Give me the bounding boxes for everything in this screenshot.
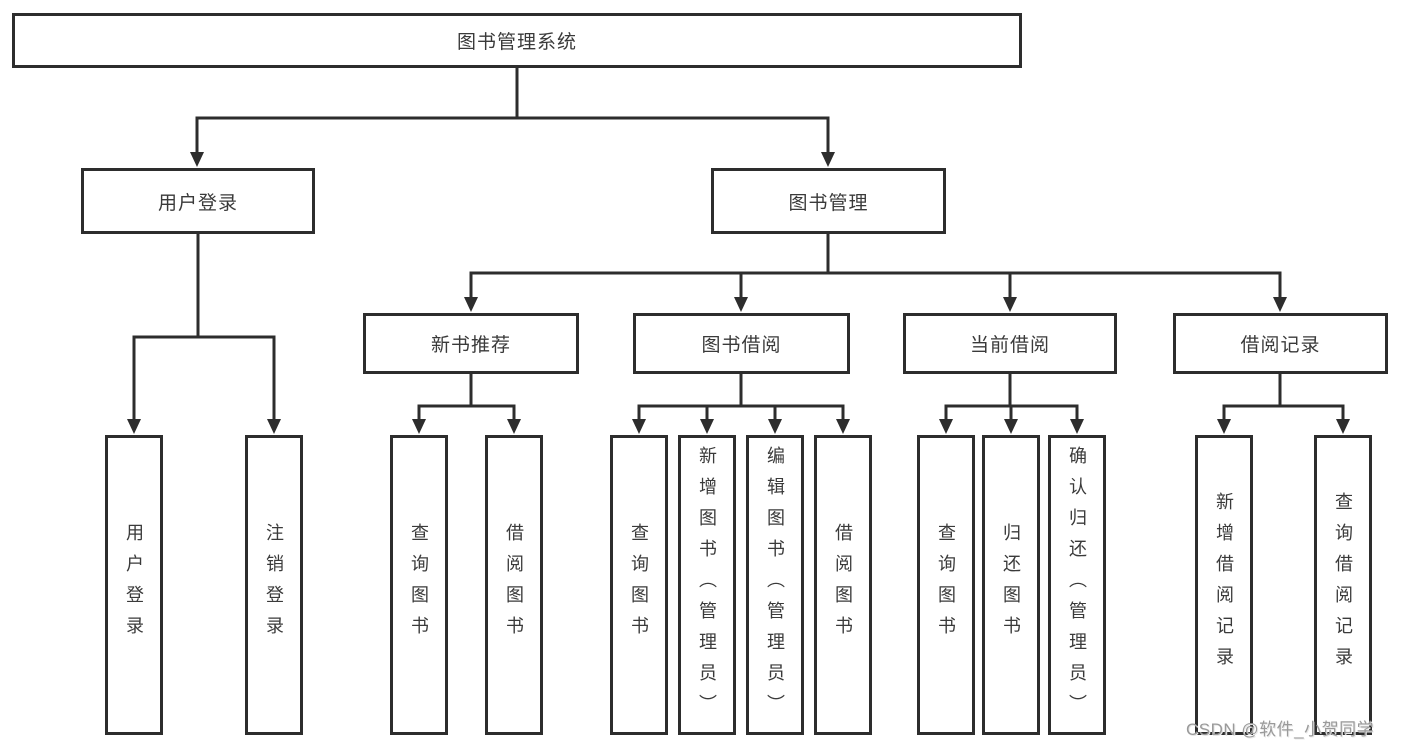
leaf-logout: 注销登录 (245, 435, 303, 735)
node-user-login: 用户登录 (81, 168, 315, 234)
node-new-book-recommend: 新书推荐 (363, 313, 579, 374)
node-root-system: 图书管理系统 (12, 13, 1022, 68)
leaf-borrow-books: 借阅图书 (814, 435, 872, 735)
leaf-query-borrow-record: 查询借阅记录 (1314, 435, 1372, 735)
leaf-return-books: 归还图书 (982, 435, 1040, 735)
leaf-query-books-recommend: 查询图书 (390, 435, 448, 735)
leaf-add-borrow-record: 新增借阅记录 (1195, 435, 1253, 735)
leaf-confirm-return-admin-label: 确认归还（管理员） (1067, 445, 1087, 725)
leaf-edit-books-admin: 编辑图书（管理员） (746, 435, 804, 735)
leaf-return-books-label: 归还图书 (1001, 523, 1021, 647)
node-borrow-records: 借阅记录 (1173, 313, 1388, 374)
csdn-watermark: CSDN @软件_小贺同学 (1186, 720, 1375, 739)
node-book-borrow: 图书借阅 (633, 313, 850, 374)
node-user-login-label: 用户登录 (157, 192, 238, 214)
node-book-borrow-label: 图书借阅 (701, 335, 782, 356)
leaf-user-login: 用户登录 (105, 435, 163, 735)
node-borrow-records-label: 借阅记录 (1240, 335, 1321, 356)
leaf-query-books-borrow-label: 查询图书 (629, 523, 649, 647)
leaf-confirm-return-admin: 确认归还（管理员） (1048, 435, 1106, 735)
leaf-add-books-admin: 新增图书（管理员） (678, 435, 736, 735)
leaf-query-books-current-label: 查询图书 (936, 523, 956, 647)
leaf-user-login-label: 用户登录 (124, 523, 144, 647)
node-current-borrow-label: 当前借阅 (969, 335, 1050, 356)
leaf-add-borrow-record-label: 新增借阅记录 (1214, 492, 1234, 678)
leaf-borrow-books-recommend-label: 借阅图书 (504, 523, 524, 647)
leaf-edit-books-admin-label: 编辑图书（管理员） (765, 445, 785, 725)
leaf-logout-label: 注销登录 (264, 523, 284, 647)
leaf-query-books-current: 查询图书 (917, 435, 975, 735)
leaf-borrow-books-label: 借阅图书 (833, 523, 853, 647)
leaf-query-borrow-record-label: 查询借阅记录 (1333, 492, 1353, 678)
node-current-borrow: 当前借阅 (903, 313, 1117, 374)
leaf-borrow-books-recommend: 借阅图书 (485, 435, 543, 735)
node-root-label: 图书管理系统 (456, 32, 577, 53)
leaf-query-books-recommend-label: 查询图书 (409, 523, 429, 647)
leaf-add-books-admin-label: 新增图书（管理员） (697, 445, 717, 725)
node-book-management: 图书管理 (711, 168, 946, 234)
node-new-book-recommend-label: 新书推荐 (430, 335, 511, 356)
leaf-query-books-borrow: 查询图书 (610, 435, 668, 735)
node-book-management-label: 图书管理 (788, 192, 869, 214)
